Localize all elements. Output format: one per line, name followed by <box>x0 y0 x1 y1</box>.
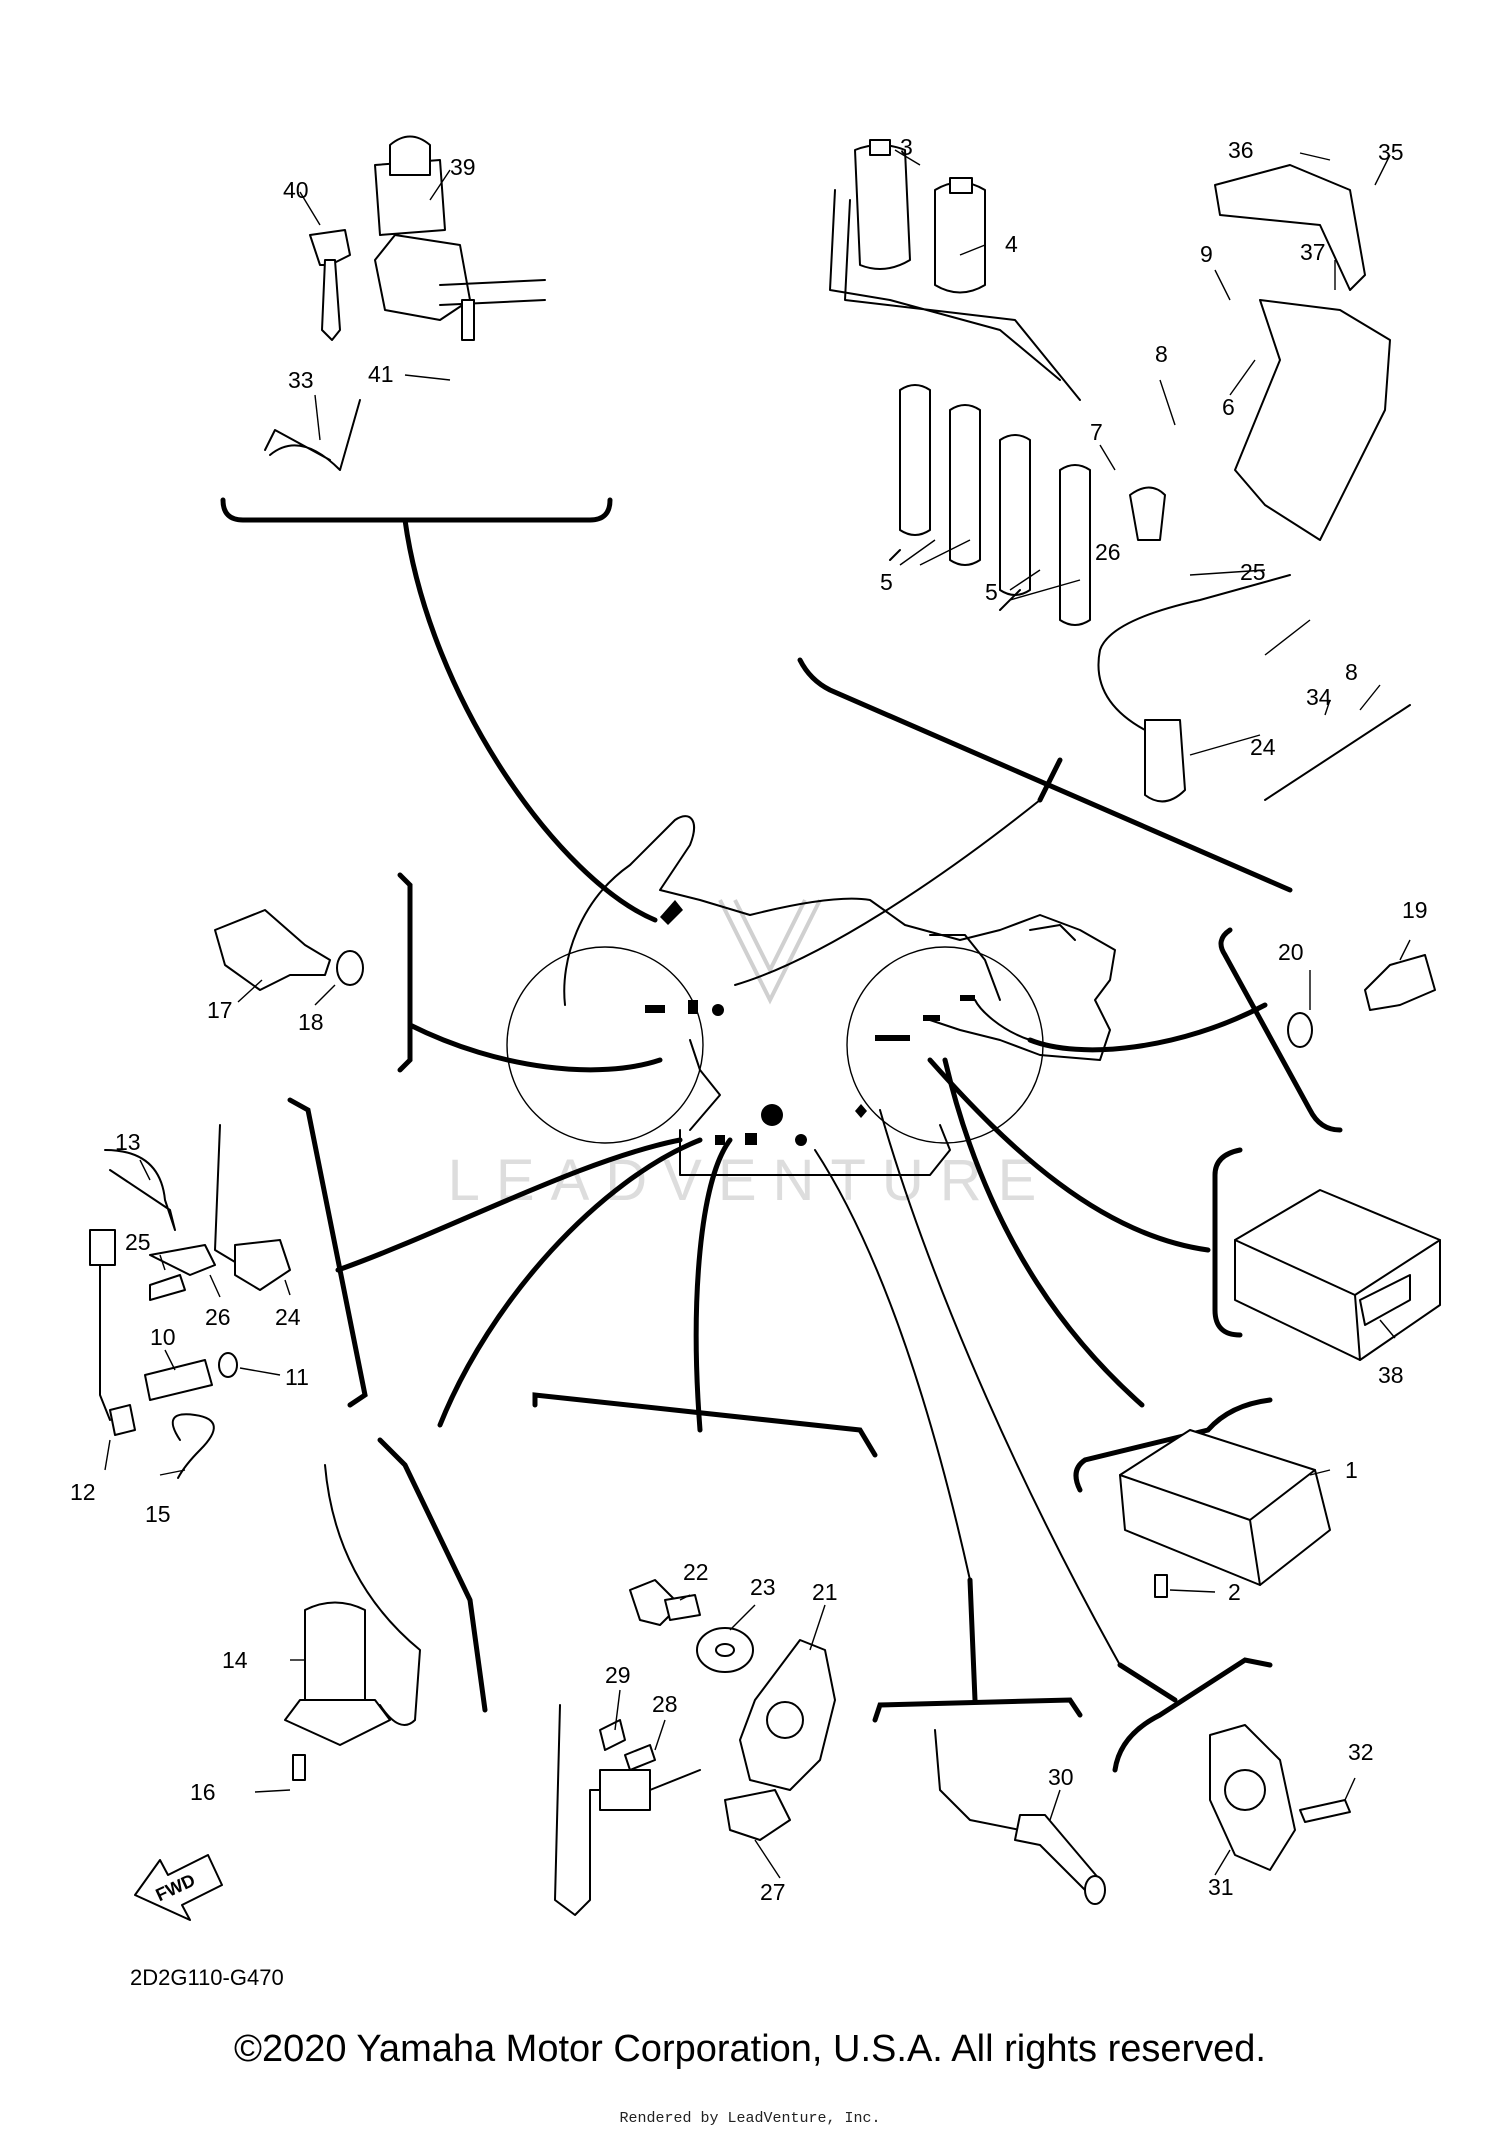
callout-28: 28 <box>652 1691 678 1717</box>
callout-11: 11 <box>285 1364 309 1390</box>
callout-39: 39 <box>450 154 476 180</box>
callout-24b: 24 <box>275 1304 301 1330</box>
callout-15: 15 <box>145 1501 171 1527</box>
callout-23: 23 <box>750 1574 776 1600</box>
callout-37: 37 <box>1300 239 1326 265</box>
callout-19: 19 <box>1402 897 1428 923</box>
callout-40: 40 <box>283 177 309 203</box>
callout-8a: 8 <box>1155 341 1168 367</box>
callout-6: 6 <box>1222 394 1235 420</box>
callout-9: 9 <box>1200 241 1213 267</box>
callout-31: 31 <box>1208 1874 1234 1900</box>
callout-8b: 8 <box>1345 659 1358 685</box>
forward-arrow: FWD <box>134 1854 223 1921</box>
o2-sensor-30-group <box>934 1729 1106 1905</box>
solenoid-14-group <box>284 1464 421 1781</box>
watermark-text: LEADVENTURE <box>448 1148 1053 1213</box>
callout-1: 1 <box>1345 1457 1358 1483</box>
callout-22: 22 <box>683 1559 709 1585</box>
rendered-by-credit: Rendered by LeadVenture, Inc. <box>619 2110 881 2127</box>
callout-4: 4 <box>1005 231 1018 257</box>
callout-25a: 25 <box>1240 559 1266 585</box>
leader-lines <box>104 149 1411 1879</box>
ecu-38-group <box>1234 1189 1441 1361</box>
callout-26a: 26 <box>1095 539 1121 565</box>
connector-lines <box>335 517 1268 1703</box>
ecu-1-group <box>1119 1429 1331 1598</box>
callout-34: 34 <box>1306 684 1332 710</box>
callout-16: 16 <box>190 1779 216 1805</box>
pickup-rotor-group <box>554 1579 836 1916</box>
diagram-code: 2D2G110-G470 <box>130 1965 284 1990</box>
callout-13: 13 <box>115 1129 141 1155</box>
callout-35: 35 <box>1378 139 1404 165</box>
leadventure-watermark: LEADVENTURE <box>448 899 1053 1213</box>
callout-12: 12 <box>70 1479 96 1505</box>
callout-5b: 5 <box>985 579 998 605</box>
callout-29: 29 <box>605 1662 631 1688</box>
callout-5a: 5 <box>880 569 893 595</box>
callout-41: 41 <box>368 361 394 387</box>
callout-30: 30 <box>1048 1764 1074 1790</box>
callout-18: 18 <box>298 1009 324 1035</box>
group-brackets <box>220 497 1343 1773</box>
callout-2: 2 <box>1228 1579 1241 1605</box>
throttle-sensor-31-group <box>1209 1724 1351 1871</box>
callout-labels: 1 2 3 4 5 5 6 7 8 8 9 10 11 12 13 14 15 … <box>70 134 1428 1905</box>
sensor-17-group <box>214 909 364 991</box>
callout-36: 36 <box>1228 137 1254 163</box>
copyright-notice: ©2020 Yamaha Motor Corporation, U.S.A. A… <box>234 2028 1266 2070</box>
callout-24a: 24 <box>1250 734 1276 760</box>
callout-38: 38 <box>1378 1362 1404 1388</box>
sensor-10-group <box>89 1124 291 1479</box>
callout-25b: 25 <box>125 1229 151 1255</box>
main-switch-group <box>264 135 546 471</box>
ignition-coil-group <box>829 139 1411 803</box>
callout-3: 3 <box>900 134 913 160</box>
callout-14: 14 <box>222 1647 248 1673</box>
callout-27: 27 <box>760 1879 786 1905</box>
callout-10: 10 <box>150 1324 176 1350</box>
callout-21: 21 <box>812 1579 838 1605</box>
callout-33: 33 <box>288 367 314 393</box>
motorcycle-silhouette <box>506 815 1116 1176</box>
location-markers <box>645 900 975 1146</box>
sensor-19-group <box>1287 954 1436 1048</box>
callout-7: 7 <box>1090 419 1103 445</box>
callout-20: 20 <box>1278 939 1304 965</box>
callout-32: 32 <box>1348 1739 1374 1765</box>
callout-26b: 26 <box>205 1304 231 1330</box>
callout-17: 17 <box>207 997 233 1023</box>
